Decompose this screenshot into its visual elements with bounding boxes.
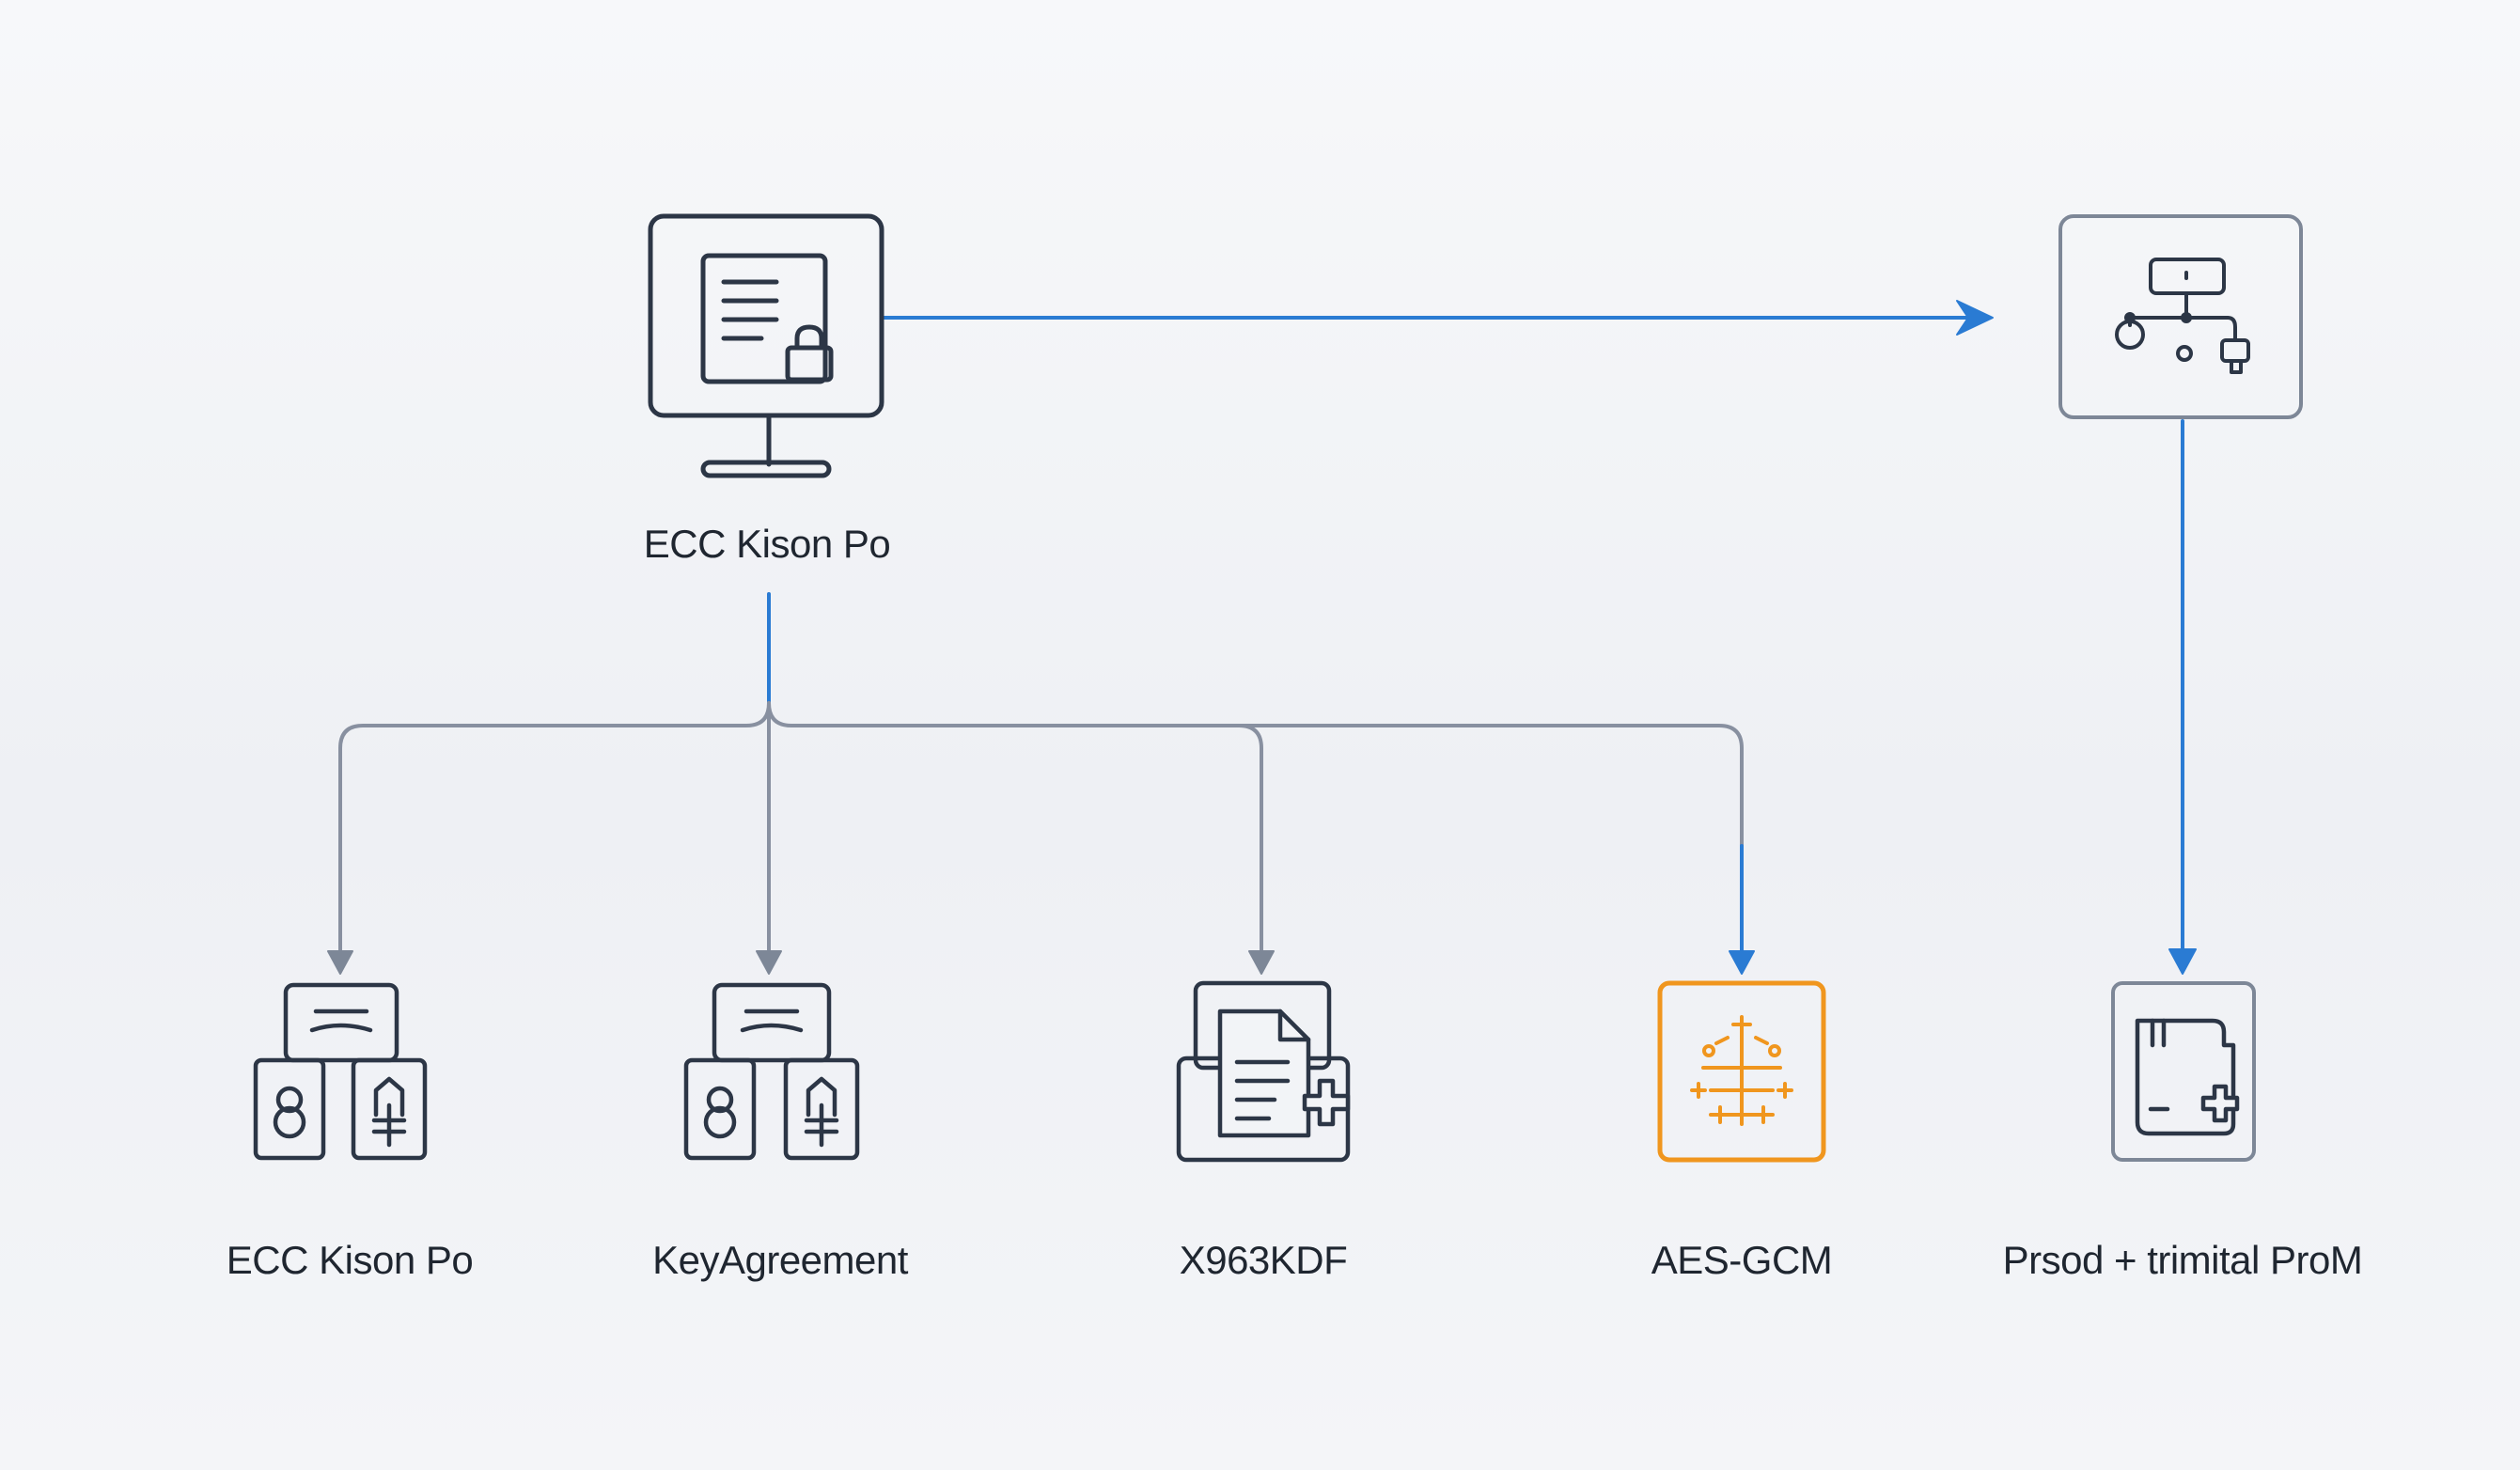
connectors [327, 300, 2197, 975]
edge-branch-bus [338, 701, 771, 961]
label-output: Prsod + trimital ProM [2002, 1238, 2363, 1282]
output-frame [2111, 981, 2256, 1162]
document-stack-icon [1176, 980, 1351, 1163]
node-x963kdf [1176, 980, 1351, 1163]
label-x963kdf: X963KDF [1179, 1238, 1348, 1282]
node-output [2111, 981, 2256, 1162]
arrowhead-right-icon [1956, 300, 1994, 336]
edge-source-to-x963kdf [767, 701, 1263, 961]
label-source: ECC Kison Po [643, 522, 891, 566]
node-flow [2058, 214, 2303, 419]
crosshair-sparkle-icon [1690, 1015, 1793, 1126]
document-plus-icon [2135, 1018, 2240, 1136]
arrowhead-down-icon [1248, 950, 1275, 975]
aesgcm-frame [1657, 980, 1826, 1163]
label-aesgcm: AES-GCM [1651, 1238, 1833, 1282]
arrowhead-down-icon [2168, 948, 2197, 975]
flowchart-network-icon [2115, 258, 2250, 374]
arrowhead-down-icon [327, 950, 353, 975]
label-ecc: ECC Kison Po [226, 1238, 474, 1282]
arrowhead-down-icon [756, 950, 782, 975]
node-aesgcm [1657, 980, 1826, 1163]
edge-source-to-aesgcm [1237, 724, 1744, 961]
key-cards-icon [683, 982, 860, 1161]
node-source [648, 213, 884, 478]
monitor-document-lock-icon [648, 213, 884, 478]
arrowhead-down-icon [1729, 950, 1755, 975]
flow-frame [2058, 214, 2303, 419]
node-keyagreement [683, 982, 860, 1161]
node-ecc [253, 982, 428, 1161]
key-cards-icon [253, 982, 428, 1161]
label-keyagreement: KeyAgreement [652, 1238, 908, 1282]
